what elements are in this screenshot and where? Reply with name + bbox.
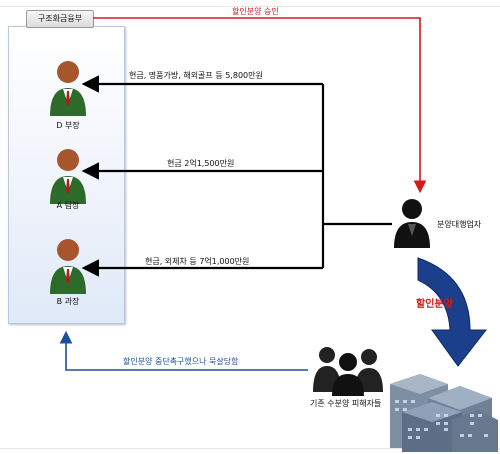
person-b-icon: [50, 239, 86, 294]
approval-label: 할인분양 승인: [232, 7, 279, 16]
victims-icon: [313, 347, 383, 396]
person-a-label: A 팀장: [56, 201, 80, 210]
person-a-icon: [50, 149, 86, 204]
buildings-image: [390, 374, 498, 452]
complaint-label: 할인분양 중단촉구했으나 묵살당함: [123, 357, 239, 366]
bribe-b-label: 현금, 외제차 등 7억1,000만원: [145, 257, 250, 266]
grid-line: [0, 6, 500, 7]
bribe-a-label: 현금 2억1,500만원: [167, 159, 235, 168]
person-d-icon: [50, 61, 86, 116]
approval-arrow: [93, 17, 427, 194]
discount-arrow: [417, 257, 488, 367]
person-b-label: B 과장: [56, 297, 80, 306]
department-title: 구조화금융부: [26, 10, 94, 28]
agent-icon: [394, 199, 430, 248]
bribe-d-label: 현금, 명품가방, 해외골프 등 5,800만원: [129, 71, 263, 80]
victims-label: 기존 수분양 피해자들: [310, 399, 382, 408]
person-d-label: D 부장: [56, 121, 80, 130]
agent-label: 분양대행업자: [437, 220, 482, 229]
complaint-arrow: [59, 330, 308, 371]
discount-label: 할인분양: [416, 299, 453, 310]
grid-line: [0, 448, 500, 449]
